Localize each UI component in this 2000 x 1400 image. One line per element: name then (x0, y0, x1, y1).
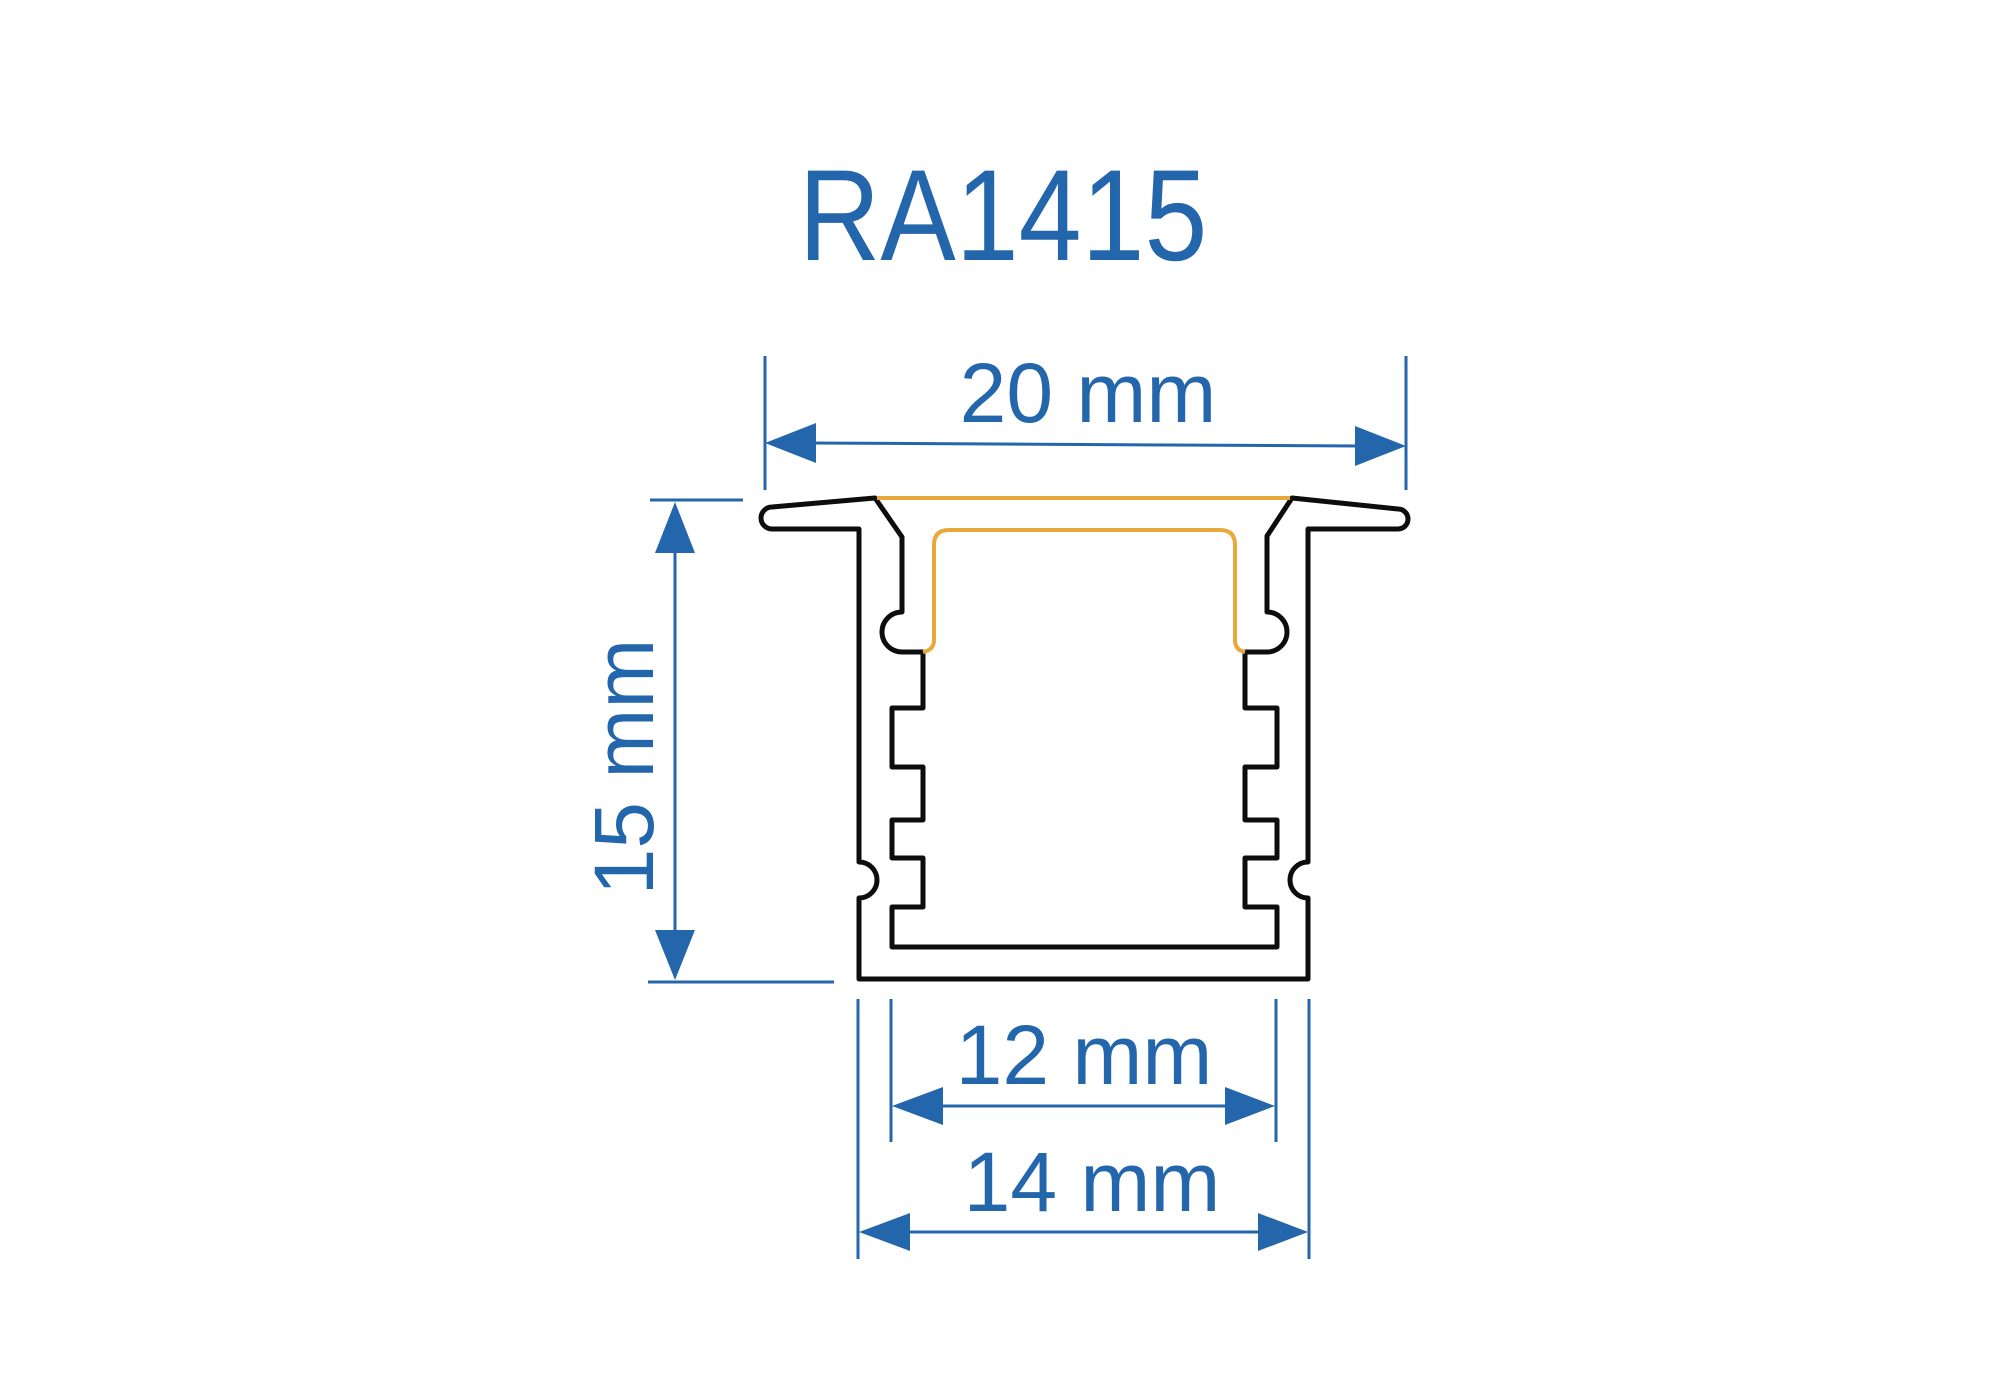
dimension-label-inner-width: 12 mm (956, 1008, 1213, 1102)
profile-outline (758, 495, 1411, 982)
dimension-label-body-width: 14 mm (964, 1135, 1221, 1229)
arrowhead-right-icon (1225, 1087, 1275, 1125)
dimension-label-height: 15 mm (577, 639, 671, 896)
product-title: RA1415 (799, 143, 1208, 288)
arrowhead-right-icon (1258, 1213, 1308, 1251)
dimension-overall-width: 20 mm (763, 346, 1408, 490)
arrowhead-right-icon (1355, 426, 1406, 466)
dimension-label-overall-width: 20 mm (960, 346, 1217, 440)
dimension-height: 15 mm (577, 498, 834, 984)
arrowhead-left-icon (892, 1087, 943, 1125)
arrowhead-left-icon (765, 423, 816, 463)
arrowhead-left-icon (859, 1213, 910, 1251)
dimension-inner-width: 12 mm (889, 999, 1278, 1142)
led-strip-outline (922, 528, 1246, 654)
arrowhead-up-icon (655, 502, 695, 553)
dimension-body-width: 14 mm (856, 999, 1311, 1259)
arrowhead-down-icon (655, 930, 695, 980)
dimension-line (809, 441, 1361, 448)
